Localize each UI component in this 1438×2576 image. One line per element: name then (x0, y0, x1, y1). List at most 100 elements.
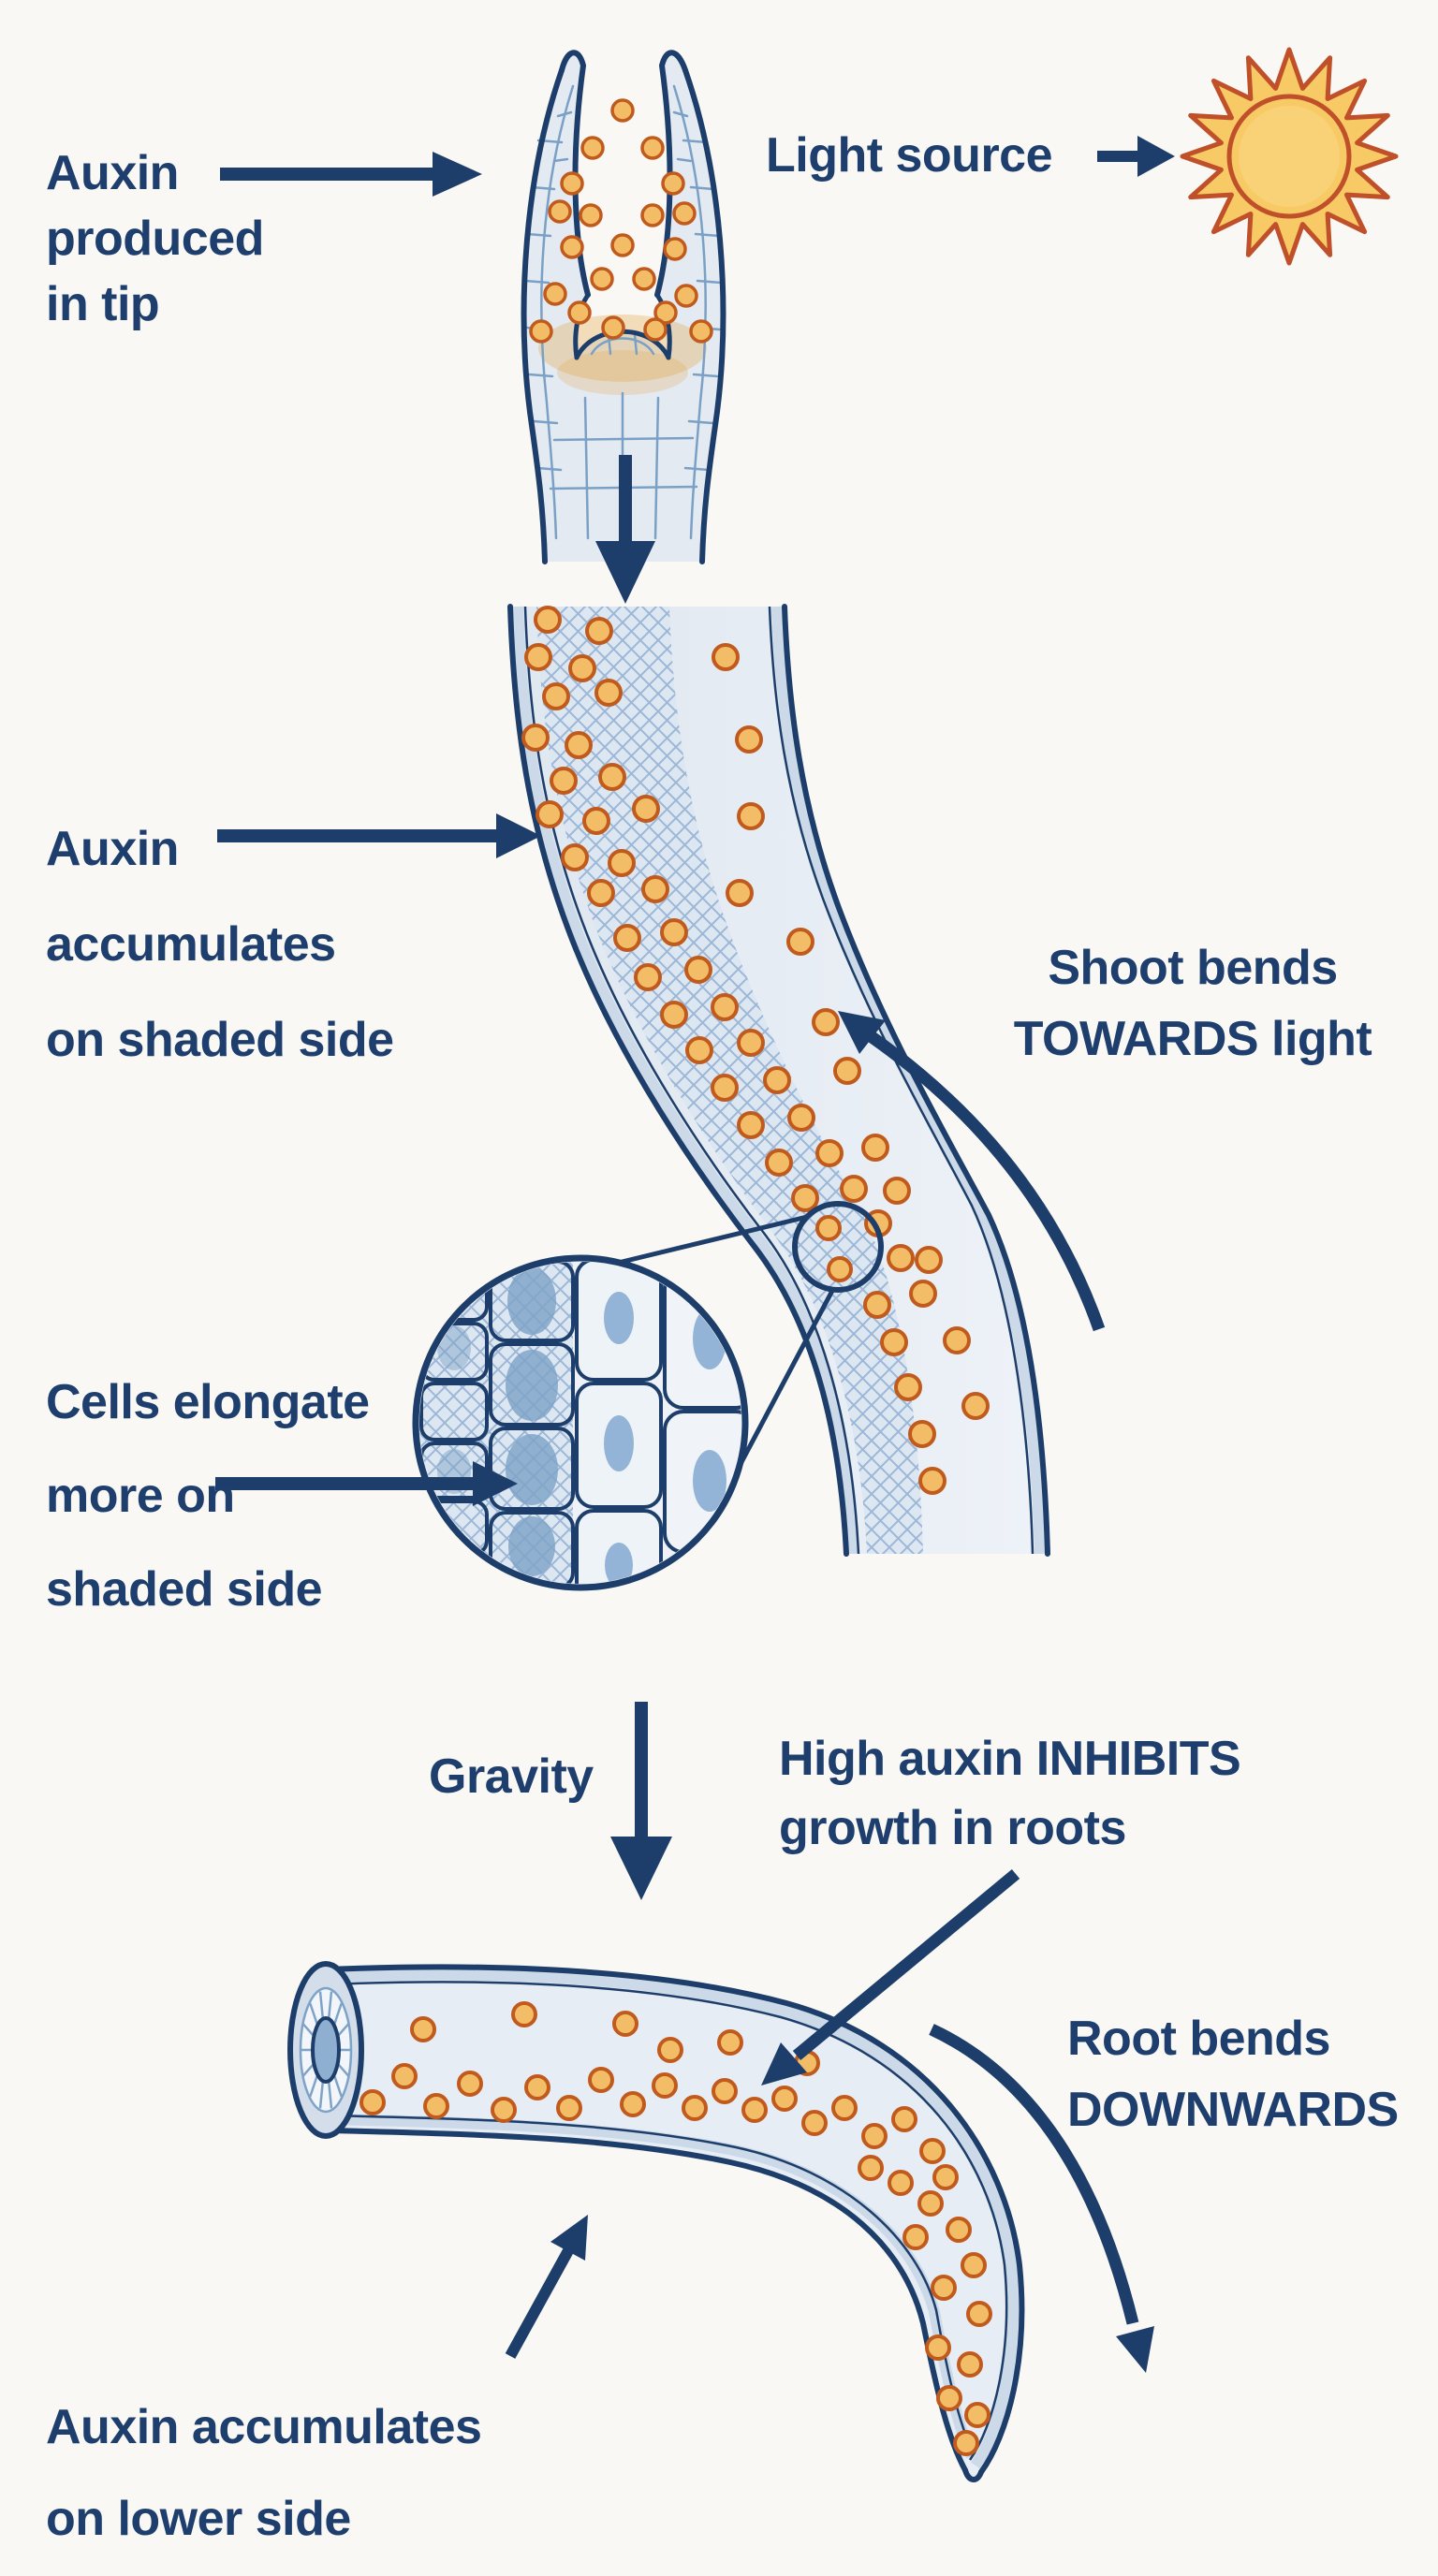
auxin-dot (588, 2067, 614, 2093)
auxin-dot (735, 725, 763, 754)
auxin-dot (548, 199, 572, 224)
auxin-dot (529, 319, 553, 344)
auxin-dot (712, 2078, 738, 2104)
arrow-auxin-tip (220, 152, 482, 197)
bending-root (287, 1961, 1025, 2482)
label-gravity: Gravity (429, 1749, 594, 1805)
label-line: High auxin INHIBITS (779, 1732, 1241, 1786)
auxin-dot (711, 1074, 739, 1102)
auxin-dot (863, 1291, 891, 1319)
label-line: Auxin (46, 146, 179, 200)
label-high-auxin-inhibits: High auxin INHIBITS growth in roots (779, 1724, 1241, 1863)
auxin-dot (919, 2138, 946, 2164)
auxin-dot (663, 237, 687, 261)
auxin-dot (410, 2016, 436, 2042)
auxin-dot (917, 2190, 944, 2217)
auxin-dot (521, 724, 550, 752)
label-line: Shoot bends (1048, 941, 1338, 995)
auxin-dot (931, 2275, 957, 2301)
auxin-dots-magnifier (815, 1215, 853, 1282)
auxin-dot (909, 1280, 937, 1308)
auxin-dot (932, 2164, 959, 2190)
auxin-dot (423, 2093, 449, 2119)
auxin-dot (590, 267, 614, 291)
auxin-dot (936, 2385, 962, 2411)
auxin-dot (815, 1215, 842, 1241)
bending-shoot (507, 604, 1050, 1557)
auxin-dot (610, 98, 635, 123)
label-line: Root bends (1067, 2012, 1330, 2066)
auxin-dots-light-side (712, 643, 990, 1420)
auxin-dot (632, 267, 656, 291)
auxin-dot (726, 879, 754, 907)
label-line: Auxin (46, 822, 179, 876)
auxin-dot (610, 233, 635, 257)
auxin-dot (771, 2086, 798, 2112)
arrow-tip-to-shoot (595, 455, 655, 604)
label-line: more on (46, 1469, 235, 1523)
label-auxin-produced-in-tip: Auxin produced in tip (46, 140, 264, 337)
auxin-dot (883, 1177, 911, 1205)
auxin-dot (908, 1420, 936, 1448)
auxin-dot (801, 2110, 828, 2136)
auxin-dot (556, 2095, 582, 2121)
arrow-cells-elongate (215, 1461, 518, 1506)
arrow-gravity (610, 1702, 672, 1900)
auxin-dot (587, 879, 615, 907)
arrow-root-bends (929, 2024, 1154, 2373)
label-root-bends: Root bends DOWNWARDS (1067, 2003, 1399, 2145)
label-auxin-accumulates-lower: Auxin accumulates on lower side (46, 2381, 482, 2565)
auxin-dot (861, 1134, 889, 1162)
auxin-dot (684, 956, 712, 984)
auxin-dot (560, 235, 584, 259)
label-line: shaded side (46, 1562, 323, 1617)
auxin-dot (946, 2217, 972, 2243)
auxin-dot (737, 1029, 765, 1057)
auxin-dot (953, 2430, 979, 2456)
auxin-dot (567, 300, 592, 325)
auxin-dot (786, 928, 814, 956)
auxin-dot (601, 315, 625, 340)
auxin-dot (534, 606, 562, 634)
auxin-dot (815, 1139, 844, 1167)
auxin-dot (858, 2155, 884, 2181)
auxin-dot (524, 2074, 550, 2100)
label-line: on lower side (46, 2492, 351, 2546)
annotation-arrows (215, 136, 1175, 2373)
auxin-dot (737, 1111, 765, 1139)
label-line: on shaded side (46, 1013, 394, 1067)
auxin-dot (685, 1036, 713, 1064)
label-line: accumulates (46, 917, 336, 972)
auxin-dot (787, 1104, 815, 1132)
auxin-dot (580, 136, 605, 160)
label-line: Gravity (429, 1749, 594, 1804)
auxin-dot (902, 2224, 929, 2250)
auxin-dot (661, 171, 685, 196)
label-line: produced (46, 212, 264, 266)
auxin-dot (791, 1184, 819, 1212)
auxin-dot (891, 2106, 917, 2132)
root-body (328, 1967, 1022, 2480)
auxin-dot (861, 2123, 888, 2149)
auxin-dot (660, 1001, 688, 1029)
auxin-dot (653, 300, 678, 325)
shoot-tip-illustration (521, 50, 726, 564)
auxin-dots-shaded-side (521, 606, 946, 1495)
auxin-dot (568, 654, 596, 682)
auxin-dot (672, 201, 697, 226)
auxin-dot (511, 2001, 537, 2027)
auxin-dot (491, 2097, 517, 2123)
auxin-dot (565, 731, 593, 759)
auxin-dot (831, 2095, 858, 2121)
label-line: TOWARDS light (1013, 1012, 1372, 1066)
auxin-dot (561, 843, 589, 871)
auxin-dot (812, 1008, 840, 1036)
auxin-dot (660, 918, 688, 946)
label-cells-elongate: Cells elongate more on shaded side (46, 1355, 370, 1636)
auxin-dot (887, 1244, 915, 1272)
auxin-dot (620, 2091, 646, 2117)
magnifier-source-circle (792, 1201, 884, 1293)
auxin-dot (550, 767, 578, 795)
auxin-dot (579, 203, 603, 227)
auxin-dot (542, 682, 570, 710)
